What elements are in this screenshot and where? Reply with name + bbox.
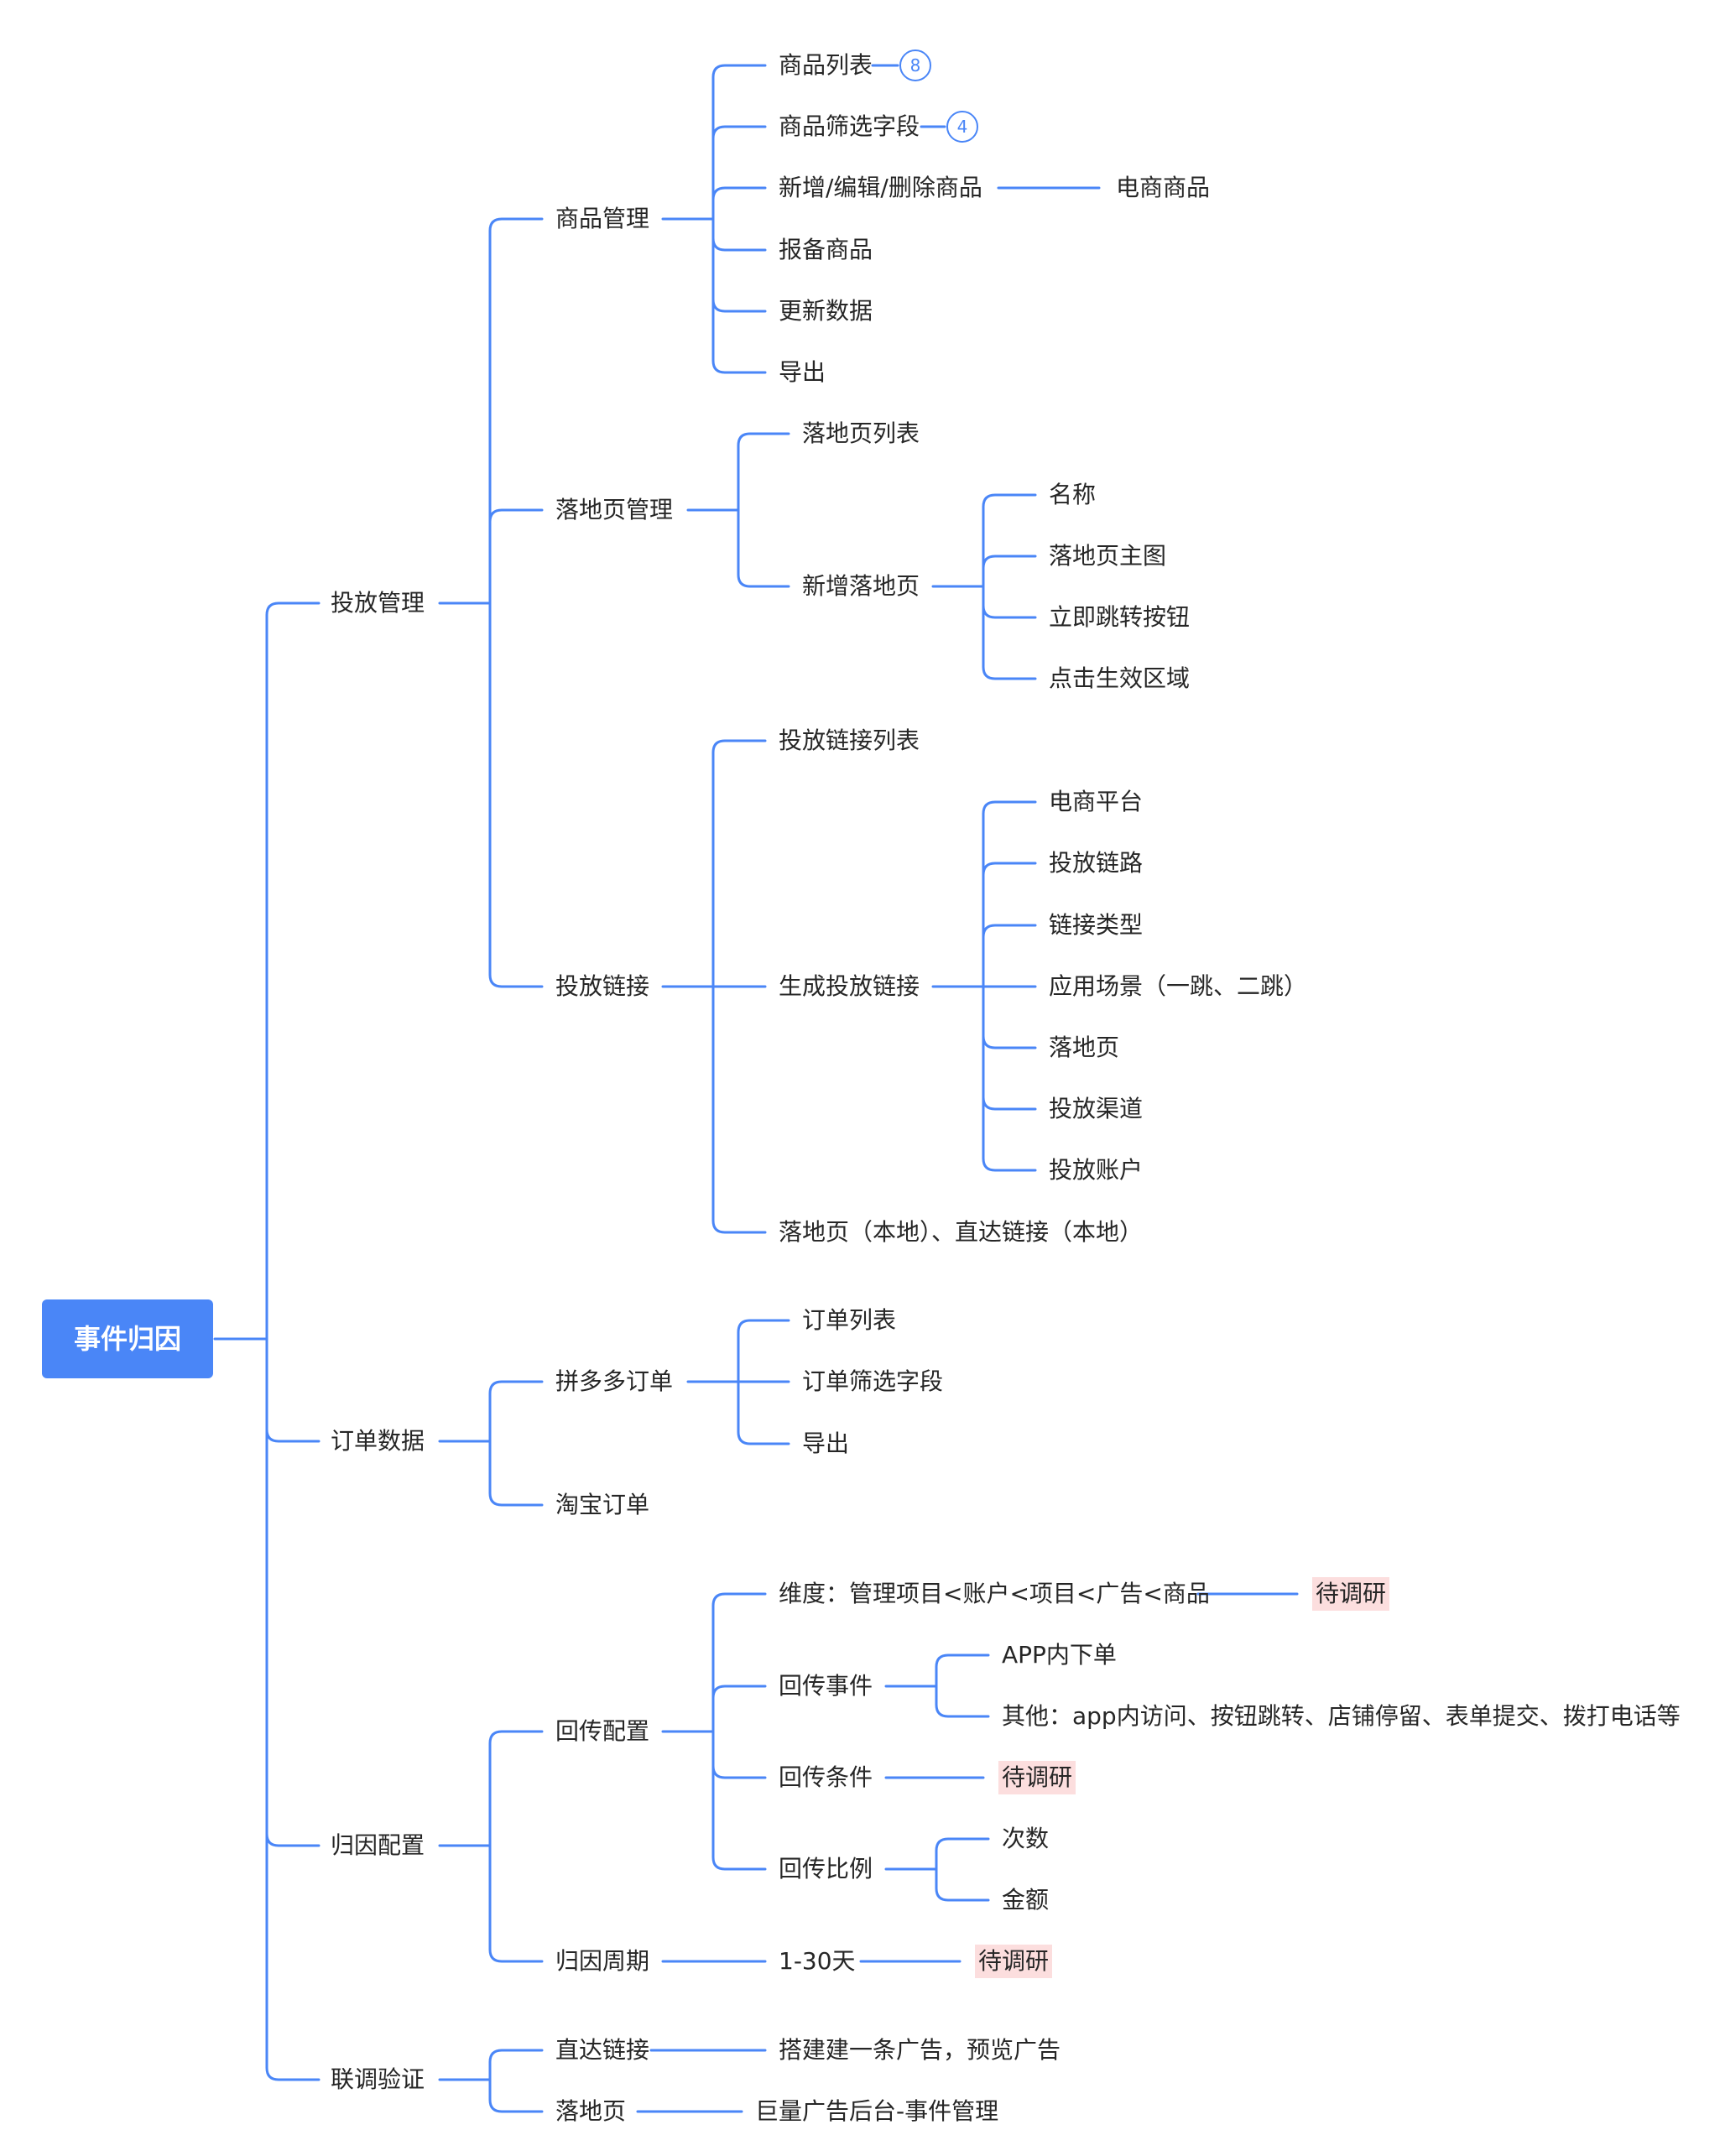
node-callback-dimension[interactable]: 维度：管理项目<账户<项目<广告<商品 [779,1580,1210,1607]
node-callback-event[interactable]: 回传事件 [779,1672,873,1700]
node-direct-link[interactable]: 直达链接 [555,2036,650,2064]
node-event-other[interactable]: 其他：app内访问、按钮跳转、店铺停留、表单提交、拨打电话等 [1002,1702,1681,1730]
node-landing-add-click-area[interactable]: 点击生效区域 [1049,664,1191,692]
node-pdd-order-list[interactable]: 订单列表 [802,1306,897,1334]
node-gen-scene[interactable]: 应用场景（一跳、二跳） [1049,972,1308,1000]
node-goods-management[interactable]: 商品管理 [555,205,650,232]
node-gen-platform[interactable]: 电商平台 [1049,788,1144,815]
node-goods-crud[interactable]: 新增/编辑/删除商品 [779,174,982,201]
node-dimension-todo[interactable]: 待调研 [1312,1577,1390,1611]
node-link-local[interactable]: 落地页（本地）、直达链接（本地） [779,1218,1144,1246]
goods-list-count-badge[interactable]: 8 [899,49,931,81]
node-goods-export[interactable]: 导出 [779,358,826,386]
node-ratio-amount[interactable]: 金额 [1002,1886,1050,1914]
node-gen-channel[interactable]: 投放渠道 [1049,1095,1144,1122]
node-landing-add[interactable]: 新增落地页 [802,572,920,600]
node-ecom-goods[interactable]: 电商商品 [1116,174,1211,201]
node-pdd-order-filter[interactable]: 订单筛选字段 [802,1367,944,1395]
node-cycle-todo[interactable]: 待调研 [975,1945,1053,1978]
node-landing-add-jump-button[interactable]: 立即跳转按钮 [1049,603,1191,631]
node-order-data[interactable]: 订单数据 [331,1427,425,1455]
node-goods-report[interactable]: 报备商品 [779,236,873,263]
node-gen-path[interactable]: 投放链路 [1049,849,1144,877]
node-callback-config[interactable]: 回传配置 [555,1717,650,1745]
node-landing-add-main-image[interactable]: 落地页主图 [1049,542,1167,570]
node-landing-management[interactable]: 落地页管理 [555,496,674,523]
node-callback-condition[interactable]: 回传条件 [779,1763,873,1791]
node-attribution-config[interactable]: 归因配置 [331,1831,425,1859]
node-verify-landing-value[interactable]: 巨量广告后台-事件管理 [755,2097,999,2125]
node-direct-link-value[interactable]: 搭建建一条广告，预览广告 [779,2036,1061,2064]
node-goods-filter[interactable]: 商品筛选字段 [779,112,920,140]
goods-filter-count-badge[interactable]: 4 [946,111,978,143]
node-landing-list[interactable]: 落地页列表 [802,419,920,447]
node-gen-account[interactable]: 投放账户 [1049,1156,1144,1184]
node-verify-landing[interactable]: 落地页 [555,2097,627,2125]
node-joint-debug[interactable]: 联调验证 [331,2065,425,2093]
node-gen-landing[interactable]: 落地页 [1049,1034,1120,1061]
node-gen-link-type[interactable]: 链接类型 [1049,911,1144,939]
node-link-generate[interactable]: 生成投放链接 [779,972,920,1000]
node-link-list[interactable]: 投放链接列表 [779,726,920,754]
node-ratio-count[interactable]: 次数 [1002,1825,1050,1852]
node-callback-ratio[interactable]: 回传比例 [779,1855,873,1883]
node-landing-add-name[interactable]: 名称 [1049,481,1097,508]
node-pdd-order-export[interactable]: 导出 [802,1430,850,1457]
root-node[interactable]: 事件归因 [42,1299,213,1378]
node-cycle-value[interactable]: 1-30天 [779,1947,856,1975]
node-pdd-orders[interactable]: 拼多多订单 [555,1367,674,1395]
node-delivery-management[interactable]: 投放管理 [331,589,425,617]
node-goods-list[interactable]: 商品列表 [779,51,873,79]
node-attribution-cycle[interactable]: 归因周期 [555,1947,650,1975]
node-delivery-link[interactable]: 投放链接 [555,972,650,1000]
node-taobao-orders[interactable]: 淘宝订单 [555,1491,650,1518]
node-goods-update[interactable]: 更新数据 [779,297,873,325]
node-event-app-order[interactable]: APP内下单 [1002,1641,1117,1669]
node-condition-todo[interactable]: 待调研 [998,1761,1076,1794]
